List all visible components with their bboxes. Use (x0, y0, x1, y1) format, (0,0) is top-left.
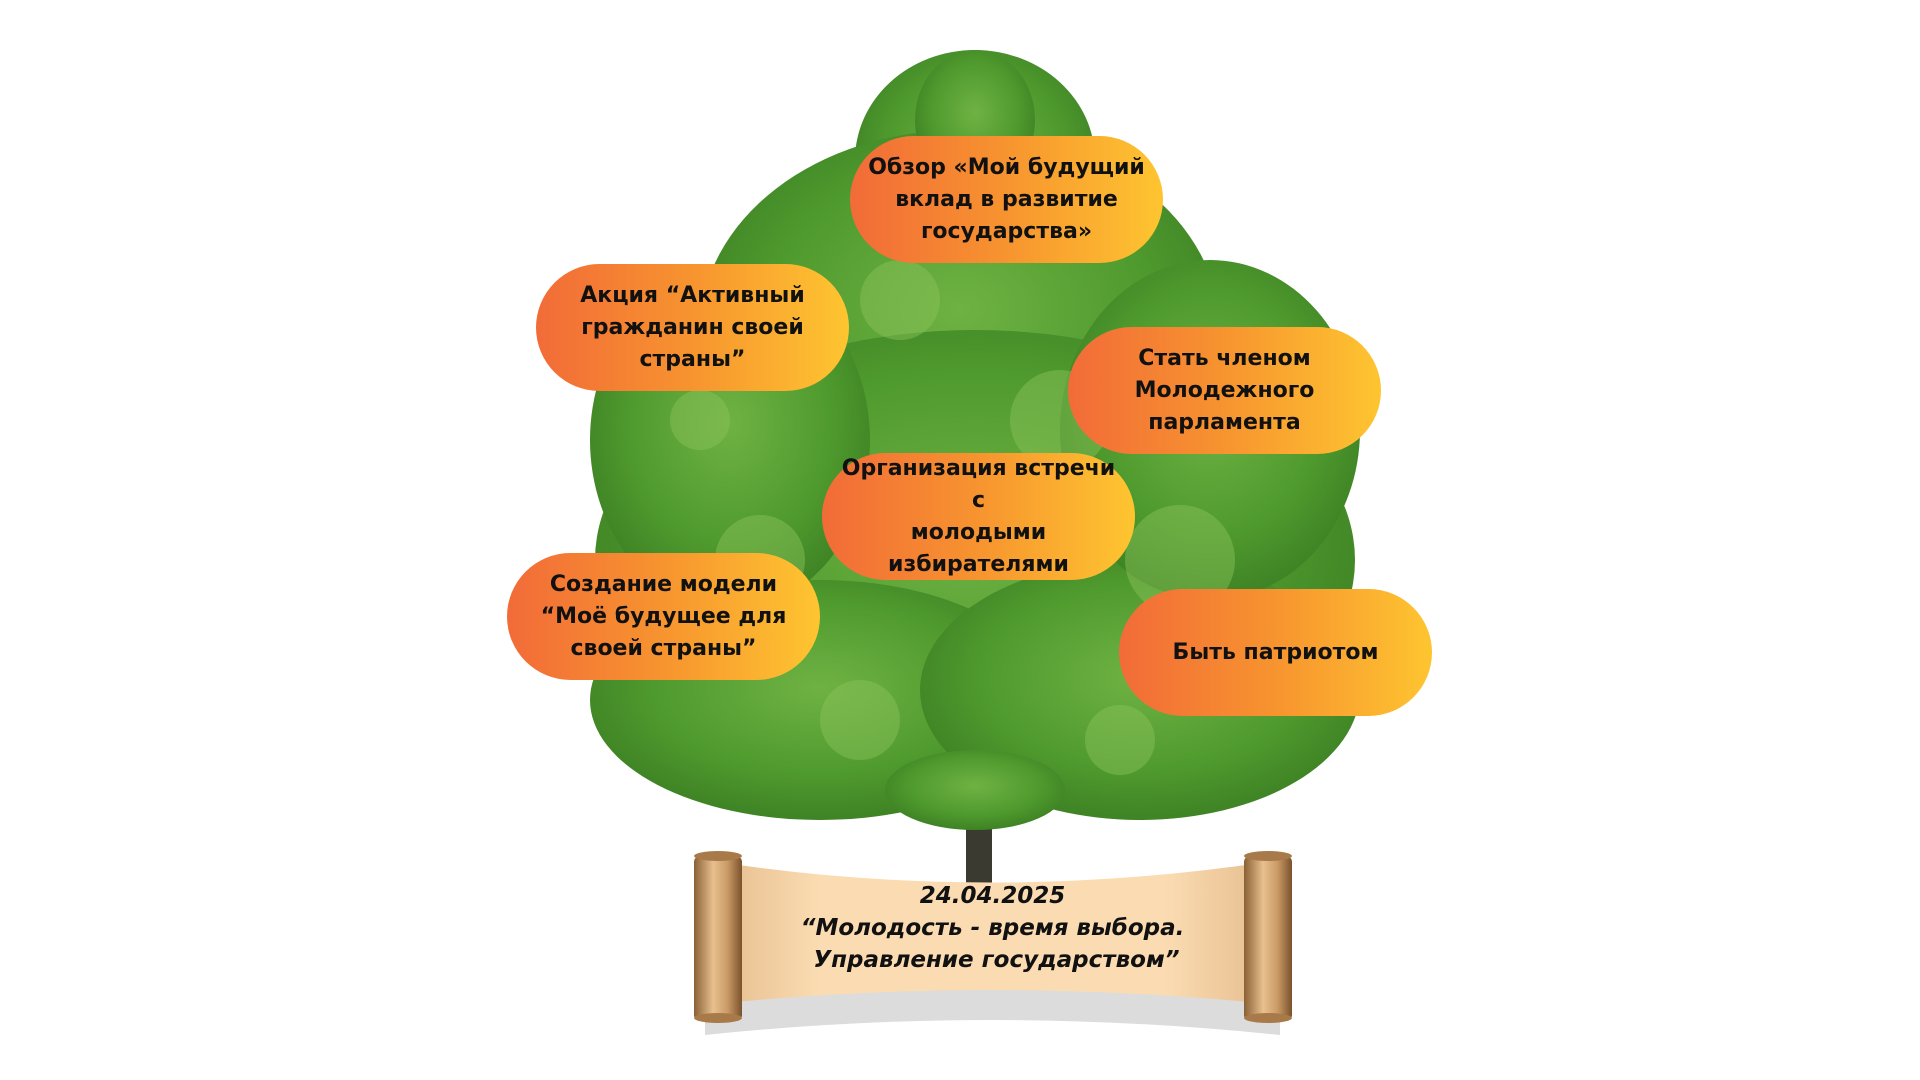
scroll-text: 24.04.2025 “Молодость - время выбора. Уп… (692, 880, 1293, 976)
pill-campaign: Акция “Активный гражданин своей страны” (536, 264, 849, 391)
pill-review: Обзор «Мой будущий вклад в развитие госу… (850, 136, 1163, 263)
pill-model: Создание модели “Моё будущее для своей с… (507, 553, 820, 680)
pill-patriot: Быть патриотом (1119, 589, 1432, 716)
scroll-date: 24.04.2025 (919, 883, 1066, 909)
scroll-title-line2: Управление государством” (805, 947, 1180, 973)
scroll-title-line1: “Молодость - время выбора. (800, 915, 1185, 941)
pill-voters-meeting: Организация встречи с молодыми избирател… (822, 453, 1135, 580)
scroll-banner (694, 851, 1292, 1035)
pill-youth-parliament: Стать членом Молодежного парламента (1068, 327, 1381, 454)
